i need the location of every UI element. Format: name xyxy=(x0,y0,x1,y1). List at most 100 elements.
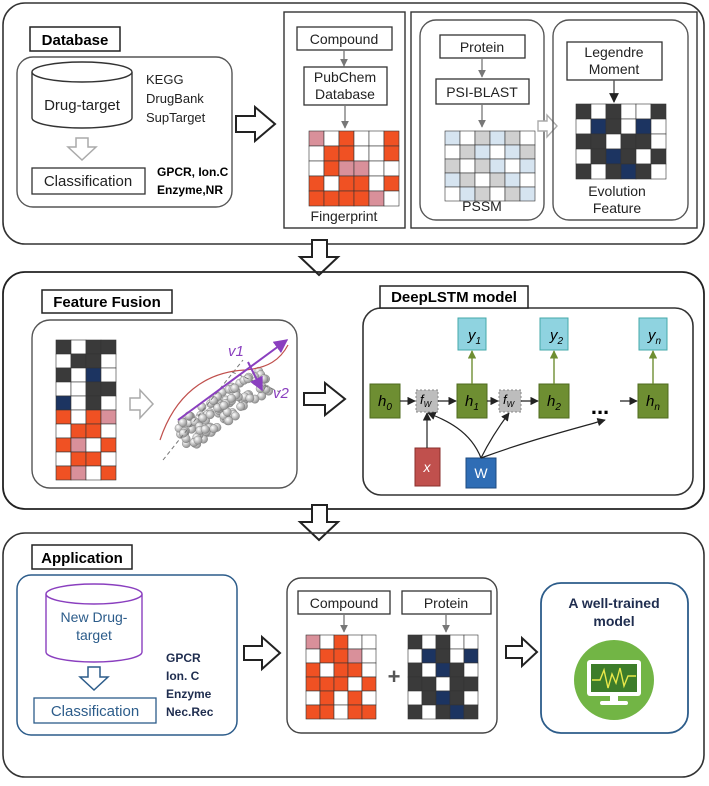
grid-cell xyxy=(590,118,607,135)
grid-cell xyxy=(361,676,377,692)
application-panel xyxy=(2,532,705,778)
right-arrow-2-icon xyxy=(303,380,347,418)
compound-label-2: Compound xyxy=(310,595,379,611)
grid-cell xyxy=(383,190,400,207)
source-kegg: KEGG xyxy=(146,72,184,87)
fusion-title-box xyxy=(41,289,173,314)
grid-cell xyxy=(85,423,102,439)
grid-cell xyxy=(85,353,102,369)
grid-cell xyxy=(635,118,652,135)
v1-axis xyxy=(177,339,289,421)
grid-cell xyxy=(519,158,536,174)
grid-cell xyxy=(305,634,321,650)
grid-cell xyxy=(435,662,451,678)
grid-cell xyxy=(368,145,385,162)
fusion-arrow-icon xyxy=(129,388,155,420)
evolution-box xyxy=(552,19,689,221)
grid-cell xyxy=(474,144,491,160)
grid-cell xyxy=(70,423,87,439)
grid-cell xyxy=(504,144,521,160)
trained-model-label-2: model xyxy=(593,613,634,629)
grid-cell xyxy=(55,451,72,467)
grid-cell xyxy=(305,676,321,692)
grid-cell xyxy=(338,145,355,162)
h2-label: h2 xyxy=(547,393,561,413)
grid-cell xyxy=(635,148,652,165)
grid-cell xyxy=(85,409,102,425)
grid-cell xyxy=(650,148,667,165)
right-arrow-3-icon xyxy=(243,634,282,672)
grid-cell xyxy=(444,172,461,188)
grid-cell xyxy=(323,190,340,207)
grid-cell xyxy=(489,172,506,188)
grid-cell xyxy=(100,437,117,453)
pubchem-label-1: PubChem xyxy=(314,69,376,85)
grid-cell xyxy=(463,676,479,692)
grid-cell xyxy=(620,163,637,180)
grid-cell xyxy=(635,103,652,120)
grid-cell xyxy=(308,175,325,192)
grid-cell xyxy=(383,130,400,147)
new-drug-label-1: New Drug- xyxy=(61,609,128,625)
grid-cell xyxy=(361,662,377,678)
grid-cell xyxy=(308,145,325,162)
grid-cell xyxy=(449,704,465,720)
grid-cell xyxy=(635,133,652,150)
grid-cell xyxy=(319,676,335,692)
fingerprint-label: Fingerprint xyxy=(311,208,378,224)
grid-cell xyxy=(620,103,637,120)
app-class-2: Ion. C xyxy=(166,669,200,683)
grid-cell xyxy=(305,704,321,720)
fingerprint-grid xyxy=(308,130,400,207)
grid-cell xyxy=(635,163,652,180)
grid-cell xyxy=(338,175,355,192)
grid-cell xyxy=(85,437,102,453)
grid-cell xyxy=(353,175,370,192)
compound-fingerprint-grid xyxy=(305,634,377,720)
grid-cell xyxy=(323,160,340,177)
grid-cell xyxy=(55,353,72,369)
legendre-box xyxy=(566,41,663,81)
grid-cell xyxy=(347,662,363,678)
grid-cell xyxy=(459,158,476,174)
source-suptarget: SupTarget xyxy=(146,110,206,125)
grid-cell xyxy=(338,190,355,207)
grid-cell xyxy=(407,634,423,650)
grid-cell xyxy=(70,381,87,397)
grid-cell xyxy=(459,172,476,188)
grid-cell xyxy=(504,172,521,188)
grid-cell xyxy=(504,186,521,202)
grid-cell xyxy=(605,133,622,150)
protein-section xyxy=(410,11,698,229)
grid-cell xyxy=(319,662,335,678)
grid-cell xyxy=(319,690,335,706)
grid-cell xyxy=(504,158,521,174)
grid-cell xyxy=(55,437,72,453)
right-arrow-icon xyxy=(235,104,277,144)
grid-cell xyxy=(489,158,506,174)
grid-cell xyxy=(55,367,72,383)
grid-cell xyxy=(319,704,335,720)
grid-cell xyxy=(85,367,102,383)
grid-cell xyxy=(463,662,479,678)
grid-cell xyxy=(421,690,437,706)
grid-cell xyxy=(308,190,325,207)
class-line-2: Enzyme,NR xyxy=(157,183,223,197)
grid-cell xyxy=(368,175,385,192)
grid-cell xyxy=(70,409,87,425)
h1-label: h1 xyxy=(465,393,479,413)
trained-model-label-1: A well-trained xyxy=(568,595,659,611)
grid-cell xyxy=(85,465,102,481)
grid-cell xyxy=(100,353,117,369)
grid-cell xyxy=(55,409,72,425)
pubchem-label-2: Database xyxy=(315,86,375,102)
grid-cell xyxy=(519,186,536,202)
grid-cell xyxy=(100,451,117,467)
grid-cell xyxy=(308,130,325,147)
hn-label: hn xyxy=(646,393,660,413)
legendre-label-2: Moment xyxy=(589,61,640,77)
grid-cell xyxy=(435,690,451,706)
grid-cell xyxy=(100,367,117,383)
protein-label: Protein xyxy=(460,39,504,55)
